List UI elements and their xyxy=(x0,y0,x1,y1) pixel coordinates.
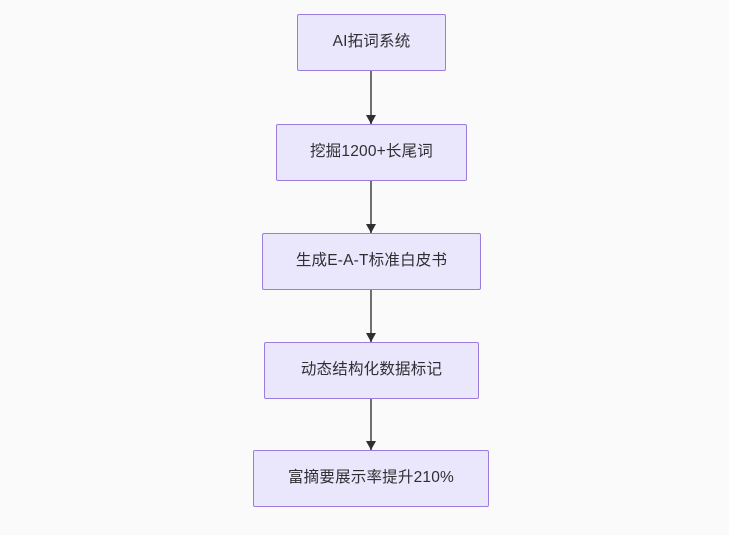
flowchart-node-2[interactable]: 挖掘1200+长尾词 xyxy=(276,124,467,181)
arrow-down-icon xyxy=(366,333,376,342)
edge-line xyxy=(370,71,372,124)
flowchart-node-3[interactable]: 生成E-A-T标准白皮书 xyxy=(262,233,481,290)
flowchart-node-5[interactable]: 富摘要展示率提升210% xyxy=(253,450,489,507)
arrow-down-icon xyxy=(366,441,376,450)
flowchart-node-4[interactable]: 动态结构化数据标记 xyxy=(264,342,479,399)
flowchart-node-4-label: 动态结构化数据标记 xyxy=(300,361,443,379)
flowchart-node-5-label: 富摘要展示率提升210% xyxy=(287,469,455,487)
flowchart-node-1[interactable]: AI拓词系统 xyxy=(297,14,446,71)
arrow-down-icon xyxy=(366,115,376,124)
edge-line xyxy=(370,290,372,342)
arrow-down-icon xyxy=(366,224,376,233)
flowchart-node-1-label: AI拓词系统 xyxy=(332,33,411,51)
edge-line xyxy=(370,181,372,233)
flowchart-node-3-label: 生成E-A-T标准白皮书 xyxy=(295,252,448,270)
flowchart-node-2-label: 挖掘1200+长尾词 xyxy=(309,143,434,161)
edge-line xyxy=(370,399,372,450)
